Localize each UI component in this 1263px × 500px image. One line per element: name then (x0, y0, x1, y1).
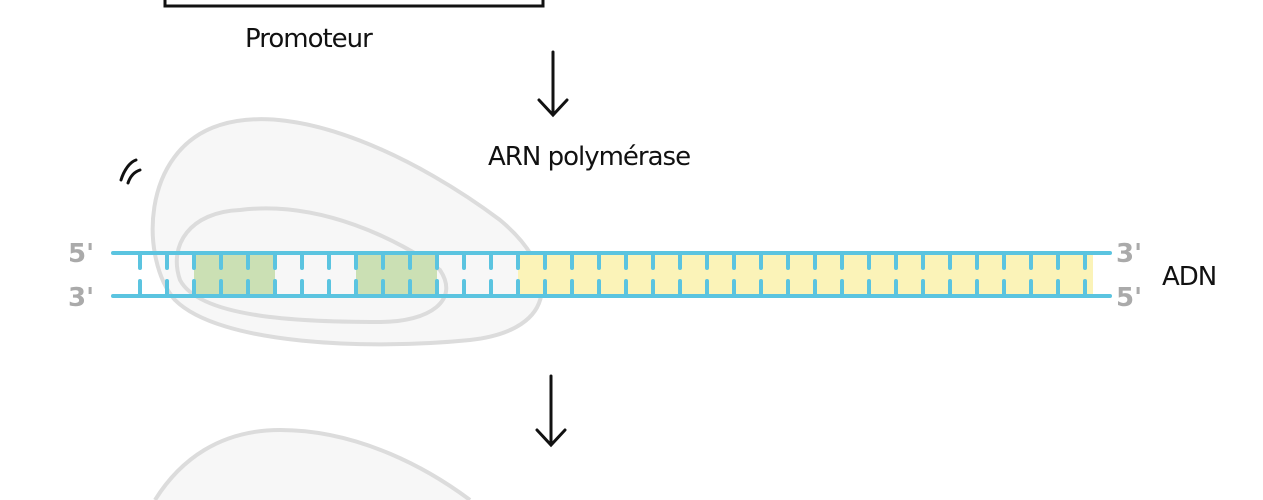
down-arrow-icon (537, 50, 569, 118)
down-arrow-icon (535, 374, 567, 448)
bottom-right-end-label: 5' (1116, 283, 1142, 313)
polymerase-label: ARN polymérase (488, 142, 690, 172)
motion-marks-icon (119, 158, 142, 185)
top-right-end-label: 3' (1116, 239, 1142, 269)
polymerase-blob-next (153, 427, 472, 500)
promoter-label: Promoteur (245, 24, 373, 54)
green-segment (194, 253, 275, 296)
yellow-segment (518, 253, 1093, 296)
bottom-left-end-label: 3' (68, 283, 94, 313)
top-left-end-label: 5' (68, 239, 94, 269)
polymerase-blob (150, 117, 544, 347)
polymerase-inner-loop (174, 206, 449, 325)
dna-label: ADN (1162, 262, 1216, 292)
dna-double-helix (111, 251, 1112, 298)
promoter-box (163, 0, 545, 8)
green-segment (356, 253, 437, 296)
